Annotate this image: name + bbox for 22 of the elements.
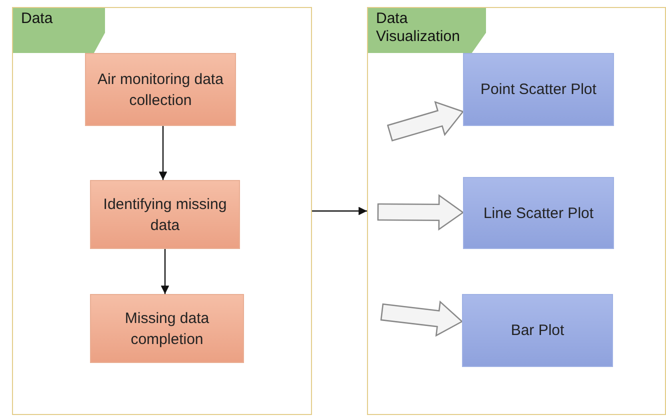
arrow [158,126,168,180]
process-box [90,294,244,363]
box-label: Identifying missing data [102,194,228,236]
box-label: Missing data completion [124,308,210,350]
section-tab: Data Visualization [368,8,486,53]
process-box [462,294,613,367]
block-arrow [377,194,464,231]
box-label: Air monitoring data collection [96,70,224,110]
section-tab: Data [13,8,105,53]
section-panel [12,7,312,415]
process-box [463,177,614,249]
process-box [85,53,236,126]
section-panel [367,7,666,415]
arrow [312,206,367,216]
process-box [463,53,614,126]
box-label: Line Scatter Plot [483,204,594,224]
box-label: Point Scatter Plot [480,80,596,100]
block-arrow [380,300,464,337]
arrow [160,249,170,294]
box-label: Bar Plot [510,321,564,341]
process-box [90,180,240,249]
block-arrow [386,101,464,142]
